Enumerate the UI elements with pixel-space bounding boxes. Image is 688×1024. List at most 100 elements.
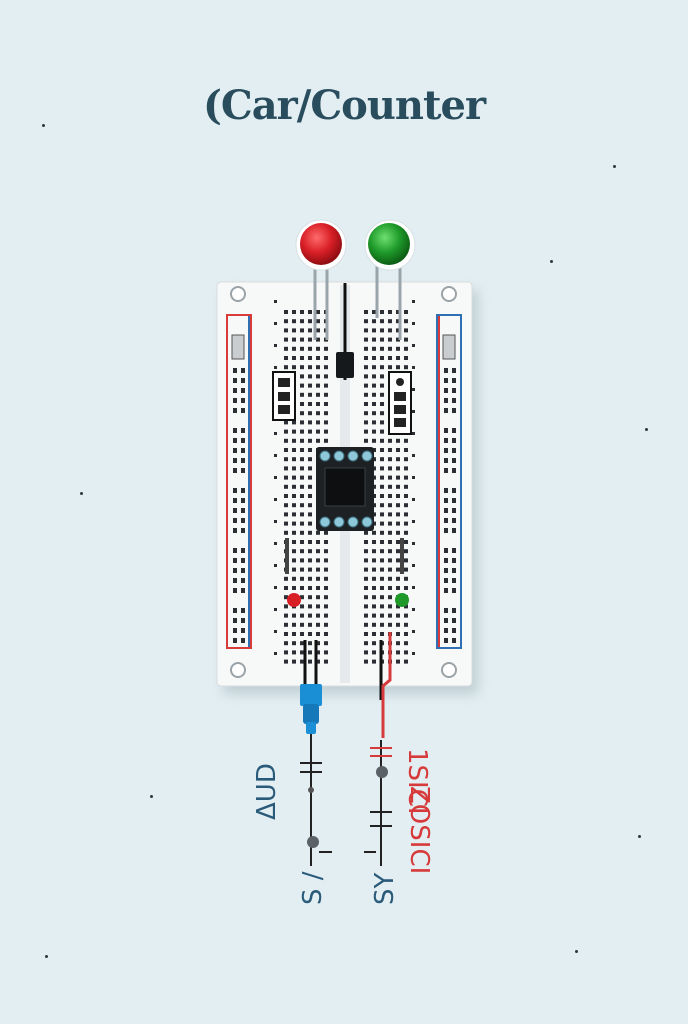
breadboard-hole	[284, 475, 288, 480]
breadboard-hole	[452, 408, 456, 413]
breadboard-hole	[372, 604, 376, 609]
red-led	[295, 219, 347, 271]
breadboard-hole	[396, 512, 400, 517]
breadboard-hole	[300, 494, 304, 498]
breadboard-hole	[380, 604, 384, 609]
breadboard-hole	[412, 388, 415, 391]
breadboard-hole	[241, 498, 245, 503]
breadboard-hole	[412, 520, 415, 523]
breadboard-hole	[380, 622, 384, 627]
breadboard-hole	[241, 408, 245, 413]
label-right-mid: ZOSICI	[404, 786, 434, 875]
breadboard-hole	[444, 618, 448, 623]
breadboard-hole	[292, 558, 296, 563]
breadboard-hole	[372, 558, 376, 563]
breadboard-hole	[316, 383, 320, 388]
breadboard-hole	[444, 518, 448, 523]
breadboard-hole	[284, 365, 288, 370]
breadboard-hole	[316, 328, 320, 333]
breadboard-hole	[404, 494, 408, 498]
breadboard-hole	[388, 466, 392, 471]
breadboard-hole	[284, 310, 288, 314]
breadboard-hole	[233, 618, 237, 623]
breadboard-hole	[396, 319, 400, 324]
breadboard-hole	[380, 365, 384, 370]
breadboard-hole	[316, 310, 320, 314]
breadboard-hole	[324, 411, 328, 416]
breadboard-hole	[396, 310, 400, 314]
power-rail-left	[226, 314, 252, 649]
breadboard-hole	[404, 549, 408, 554]
breadboard-hole	[396, 466, 400, 471]
breadboard-hole	[452, 568, 456, 573]
breadboard-hole	[233, 488, 237, 493]
breadboard-hole	[300, 576, 304, 581]
breadboard-hole	[300, 540, 304, 544]
breadboard-hole	[388, 622, 392, 627]
breadboard-hole	[292, 484, 296, 489]
breadboard-hole	[452, 608, 456, 613]
breadboard-hole	[300, 558, 304, 563]
breadboard-hole	[364, 365, 368, 370]
label-right-bottom: SY	[370, 872, 400, 905]
breadboard-hole	[364, 641, 368, 646]
breadboard-hole	[412, 542, 415, 545]
breadboard-hole	[380, 503, 384, 508]
breadboard-hole	[372, 622, 376, 627]
breadboard-hole	[396, 521, 400, 526]
green-led	[364, 219, 416, 271]
breadboard-hole	[308, 411, 312, 416]
breadboard-hole	[364, 549, 368, 554]
breadboard-hole	[292, 512, 296, 517]
breadboard-hole	[316, 337, 320, 342]
speck	[550, 260, 553, 263]
breadboard-hole	[380, 328, 384, 333]
breadboard-hole	[396, 622, 400, 627]
breadboard-hole	[284, 659, 288, 664]
breadboard-hole	[452, 388, 456, 393]
breadboard-hole	[412, 476, 415, 479]
breadboard-hole	[284, 632, 288, 636]
breadboard-hole	[233, 528, 237, 533]
breadboard-hole	[316, 319, 320, 324]
breadboard-hole	[233, 498, 237, 503]
breadboard-hole	[444, 588, 448, 593]
breadboard-hole	[388, 503, 392, 508]
breadboard-hole	[396, 540, 400, 544]
breadboard-hole	[241, 578, 245, 583]
breadboard-hole	[404, 356, 408, 360]
breadboard-hole	[241, 388, 245, 393]
breadboard-hole	[372, 356, 376, 360]
breadboard-hole	[388, 512, 392, 517]
breadboard-hole	[380, 567, 384, 572]
breadboard-hole	[444, 368, 448, 373]
breadboard-hole	[452, 368, 456, 373]
breadboard-hole	[364, 356, 368, 360]
junction-dot	[307, 836, 319, 848]
breadboard-hole	[380, 521, 384, 526]
breadboard-hole	[241, 518, 245, 523]
breadboard-hole	[396, 484, 400, 489]
breadboard-hole	[404, 604, 408, 609]
breadboard-hole	[388, 319, 392, 324]
breadboard-hole	[316, 420, 320, 425]
breadboard-hole	[380, 549, 384, 554]
breadboard-hole	[233, 548, 237, 553]
breadboard-hole	[380, 530, 384, 535]
breadboard-hole	[404, 540, 408, 544]
breadboard-hole	[292, 494, 296, 498]
breadboard-hole	[444, 408, 448, 413]
breadboard-hole	[396, 567, 400, 572]
breadboard-hole	[300, 503, 304, 508]
breadboard-hole	[233, 408, 237, 413]
breadboard-hole	[452, 498, 456, 503]
breadboard-hole	[300, 512, 304, 517]
breadboard-hole	[396, 558, 400, 563]
breadboard-hole	[396, 530, 400, 535]
breadboard-hole	[292, 466, 296, 471]
breadboard-hole	[380, 392, 384, 397]
breadboard-hole	[284, 576, 288, 581]
breadboard-hole	[380, 540, 384, 544]
breadboard-hole	[444, 458, 448, 463]
breadboard-hole	[292, 346, 296, 351]
